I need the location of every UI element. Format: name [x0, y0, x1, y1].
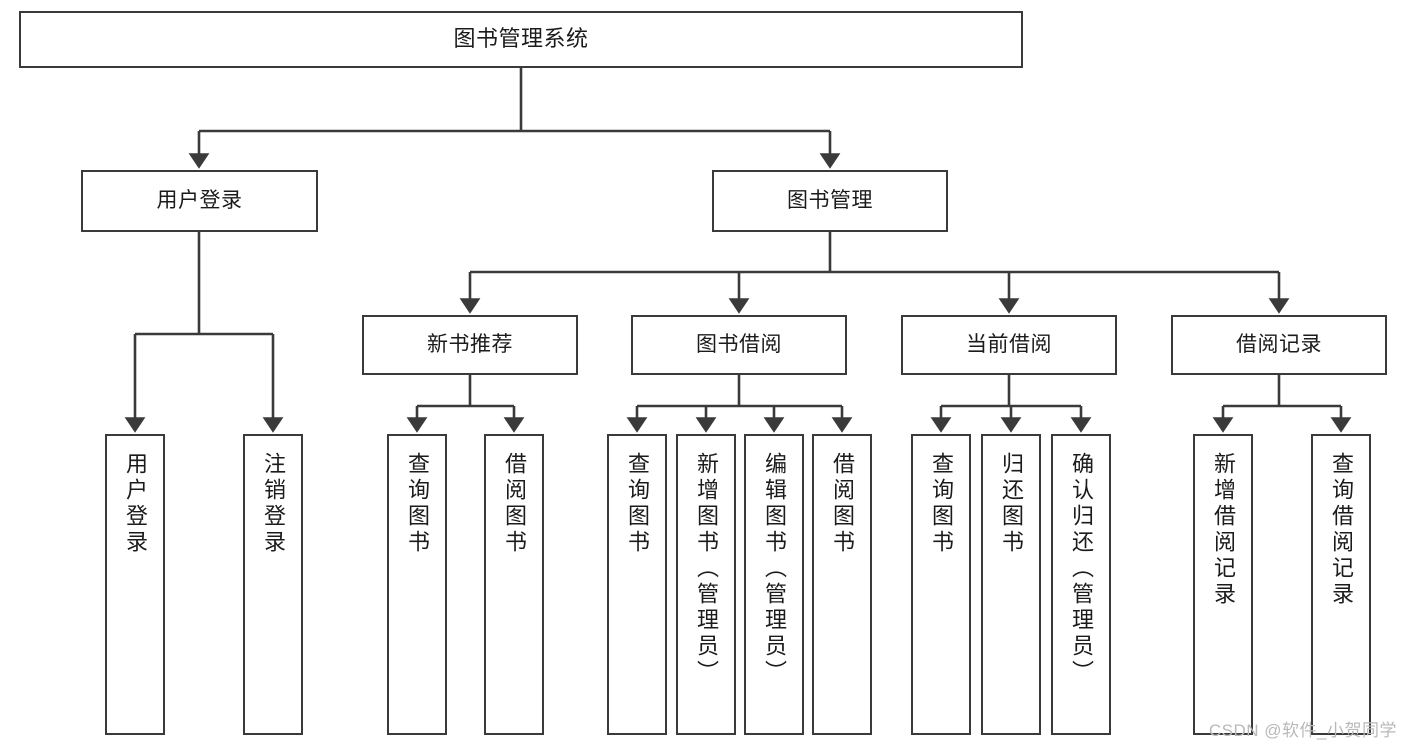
- node-leaf-9[interactable]: 归还图书: [981, 434, 1041, 735]
- node-label: 查询图书: [625, 452, 650, 556]
- node-leaf-8[interactable]: 查询图书: [911, 434, 971, 735]
- node-label: 用户登录: [123, 452, 148, 556]
- node-label: 确认归还（管理员）: [1069, 452, 1094, 686]
- node-label: 查询图书: [929, 452, 954, 556]
- node-label: 图书借阅: [696, 333, 782, 357]
- node-label: 编辑图书（管理员）: [762, 452, 787, 686]
- node-label: 图书管理: [787, 189, 873, 213]
- node-leaf-0[interactable]: 用户登录: [105, 434, 165, 735]
- node-level2-0[interactable]: 用户登录: [81, 170, 318, 232]
- node-label: 归还图书: [999, 452, 1024, 556]
- node-label: 借阅记录: [1236, 333, 1322, 357]
- node-leaf-11[interactable]: 新增借阅记录: [1193, 434, 1253, 735]
- node-level3-3[interactable]: 借阅记录: [1171, 315, 1387, 375]
- node-label: 新增借阅记录: [1211, 452, 1236, 608]
- node-leaf-3[interactable]: 借阅图书: [484, 434, 544, 735]
- node-leaf-6[interactable]: 编辑图书（管理员）: [744, 434, 804, 735]
- node-label: 查询图书: [405, 452, 430, 556]
- node-leaf-10[interactable]: 确认归还（管理员）: [1051, 434, 1111, 735]
- node-label: 新增图书（管理员）: [694, 452, 719, 686]
- node-level3-0[interactable]: 新书推荐: [362, 315, 578, 375]
- node-label: 借阅图书: [830, 452, 855, 556]
- node-leaf-12[interactable]: 查询借阅记录: [1311, 434, 1371, 735]
- node-label: 当前借阅: [966, 333, 1052, 357]
- watermark-text: CSDN @软件_小贺同学: [1208, 721, 1397, 740]
- node-level2-1[interactable]: 图书管理: [712, 170, 948, 232]
- node-label: 查询借阅记录: [1329, 452, 1354, 608]
- node-label: 图书管理系统: [453, 26, 589, 52]
- node-label: 借阅图书: [502, 452, 527, 556]
- node-label: 用户登录: [156, 189, 243, 213]
- node-leaf-7[interactable]: 借阅图书: [812, 434, 872, 735]
- node-leaf-5[interactable]: 新增图书（管理员）: [676, 434, 736, 735]
- node-level3-2[interactable]: 当前借阅: [901, 315, 1117, 375]
- node-leaf-1[interactable]: 注销登录: [243, 434, 303, 735]
- node-leaf-2[interactable]: 查询图书: [387, 434, 447, 735]
- node-root[interactable]: 图书管理系统: [19, 11, 1023, 68]
- node-label: 注销登录: [261, 452, 286, 556]
- node-label: 新书推荐: [427, 333, 513, 357]
- node-leaf-4[interactable]: 查询图书: [607, 434, 667, 735]
- node-level3-1[interactable]: 图书借阅: [631, 315, 847, 375]
